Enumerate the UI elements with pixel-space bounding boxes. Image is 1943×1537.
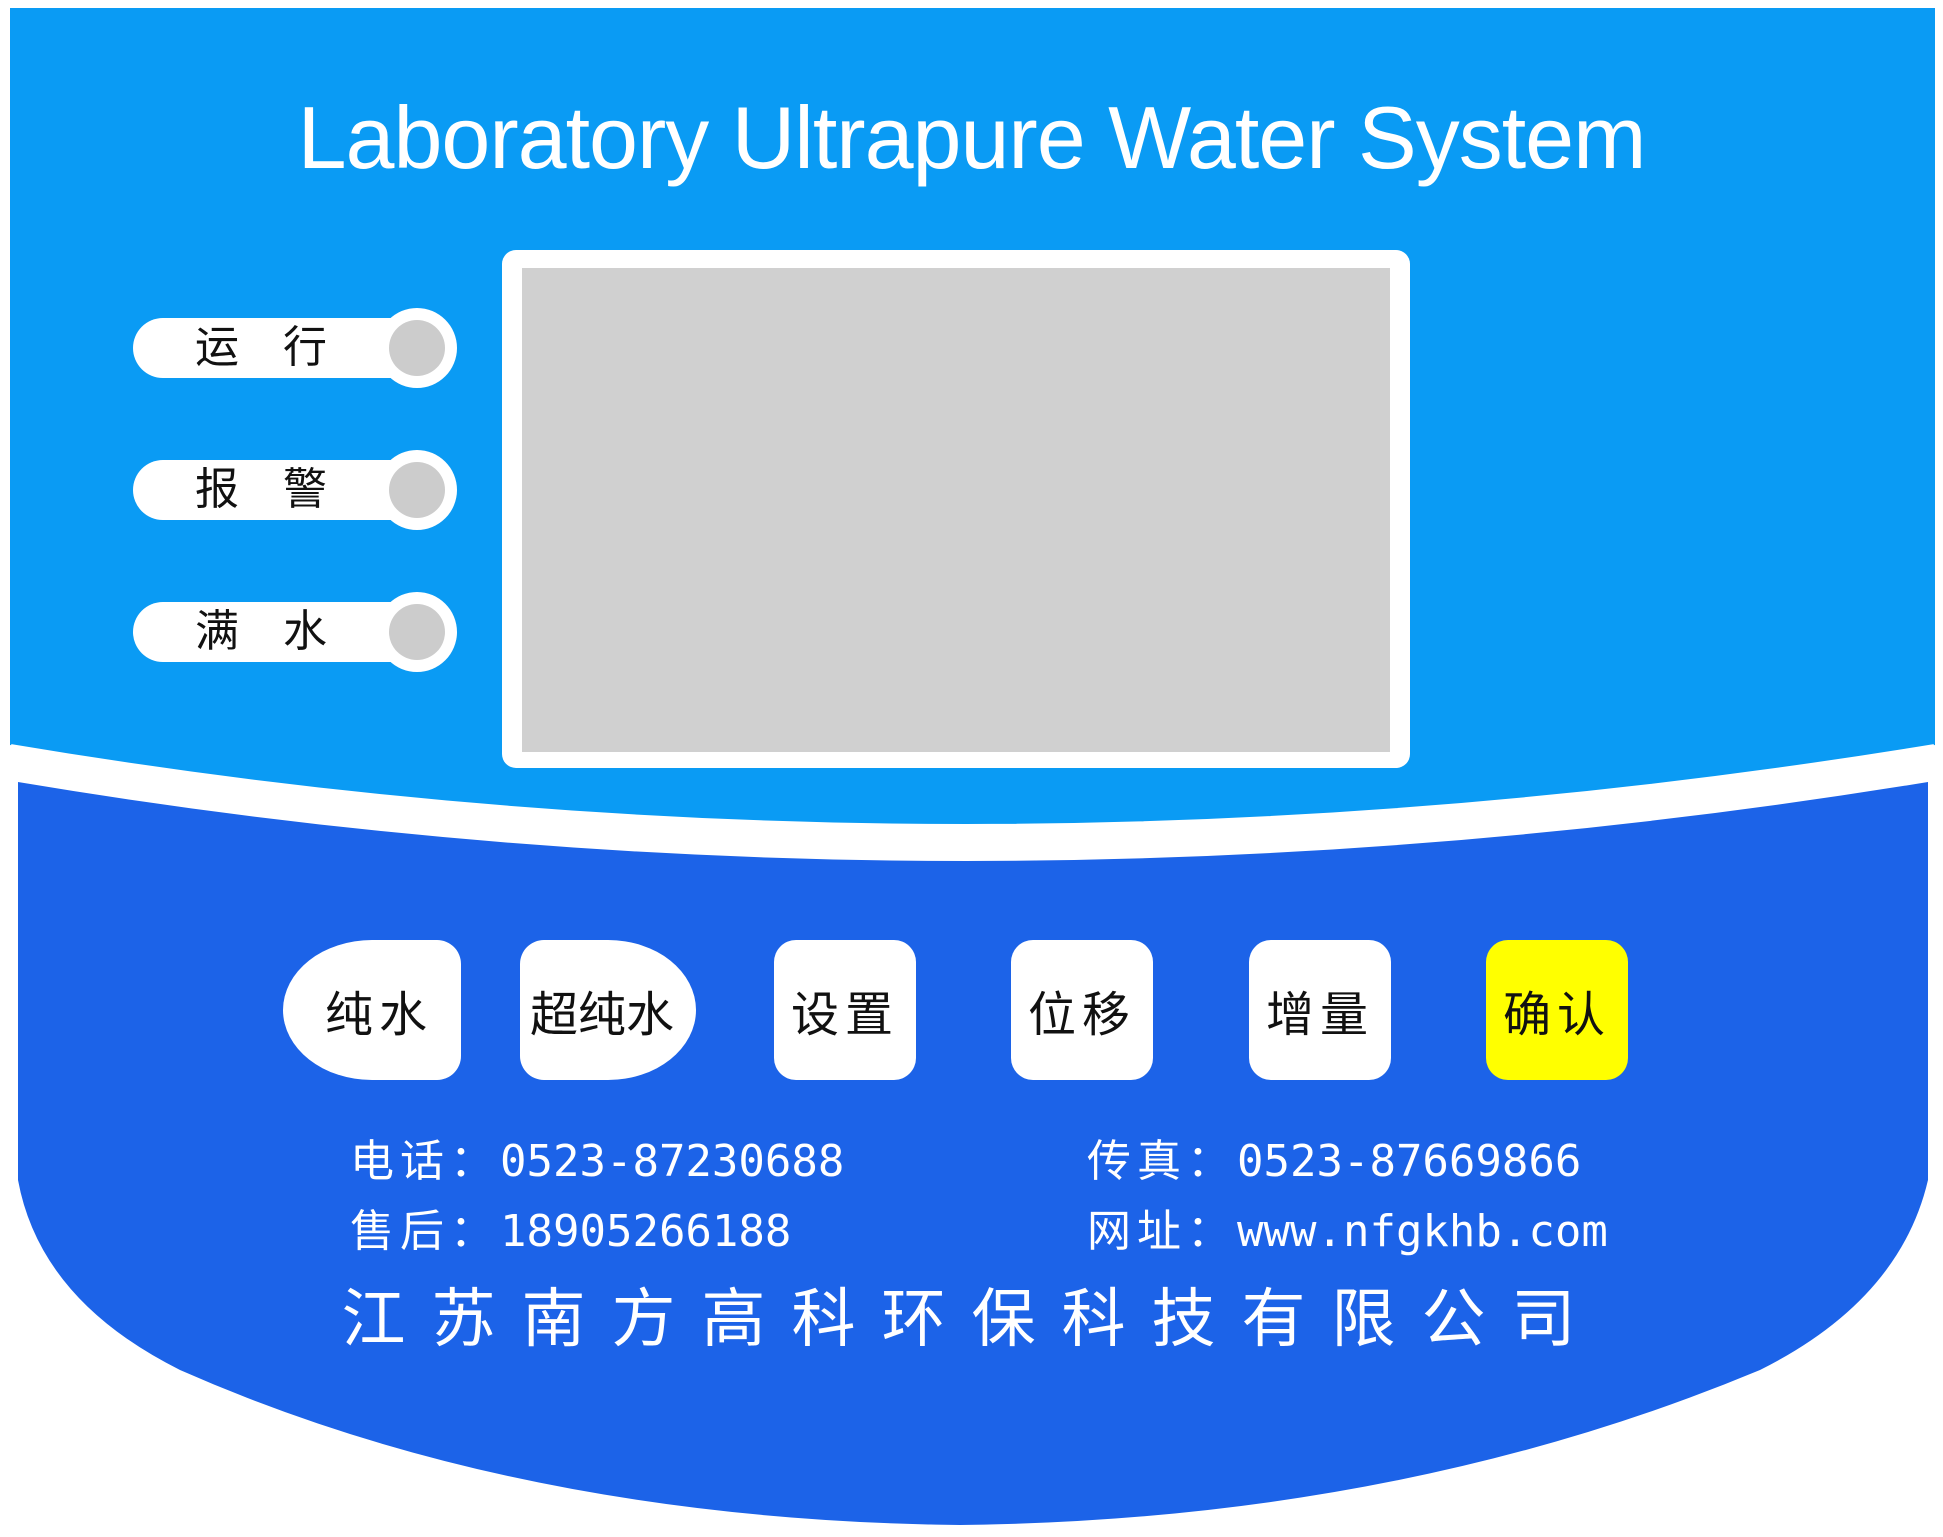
website-line: 网址：www.nfgkhb.com xyxy=(1087,1204,1608,1260)
website-url: www.nfgkhb.com xyxy=(1237,1206,1608,1257)
service-line: 售后：18905266188 xyxy=(350,1204,791,1260)
indicator-running: 运行 xyxy=(133,308,457,388)
service-label: 售后： xyxy=(350,1206,500,1257)
alarm-lamp-icon xyxy=(377,450,457,530)
lower-panel xyxy=(18,782,1928,1525)
indicator-tank-full-label: 满水 xyxy=(195,606,371,657)
company-name: 江苏南方高科环保科技有限公司 xyxy=(341,1283,1602,1357)
indicator-alarm-label: 报警 xyxy=(195,464,371,515)
confirm-button[interactable]: 确认 xyxy=(1486,940,1628,1080)
fax-number: 0523-87669866 xyxy=(1237,1136,1582,1187)
ultrapure-water-button[interactable]: 超纯水 xyxy=(520,940,696,1080)
service-number: 18905266188 xyxy=(500,1206,792,1257)
tank-full-lamp-icon xyxy=(377,592,457,672)
lcd-display-frame xyxy=(502,250,1410,768)
settings-button[interactable]: 设置 xyxy=(774,940,916,1080)
indicator-running-label: 运行 xyxy=(195,322,371,373)
running-lamp-icon xyxy=(377,308,457,388)
phone-label: 电话： xyxy=(350,1136,500,1187)
lcd-screen xyxy=(522,268,1390,752)
indicator-tank-full: 满水 xyxy=(133,592,457,672)
phone-line: 电话：0523-87230688 xyxy=(350,1134,844,1190)
indicator-alarm: 报警 xyxy=(133,450,457,530)
website-label: 网址： xyxy=(1087,1206,1237,1257)
increment-button[interactable]: 增量 xyxy=(1249,940,1391,1080)
separator-curve xyxy=(8,744,1937,840)
fax-label: 传真： xyxy=(1087,1136,1237,1187)
fax-line: 传真：0523-87669866 xyxy=(1087,1134,1581,1190)
system-title: Laboratory Ultrapure Water System xyxy=(297,88,1647,187)
shift-button[interactable]: 位移 xyxy=(1011,940,1153,1080)
phone-number: 0523-87230688 xyxy=(500,1136,845,1187)
pure-water-button[interactable]: 纯水 xyxy=(283,940,461,1080)
